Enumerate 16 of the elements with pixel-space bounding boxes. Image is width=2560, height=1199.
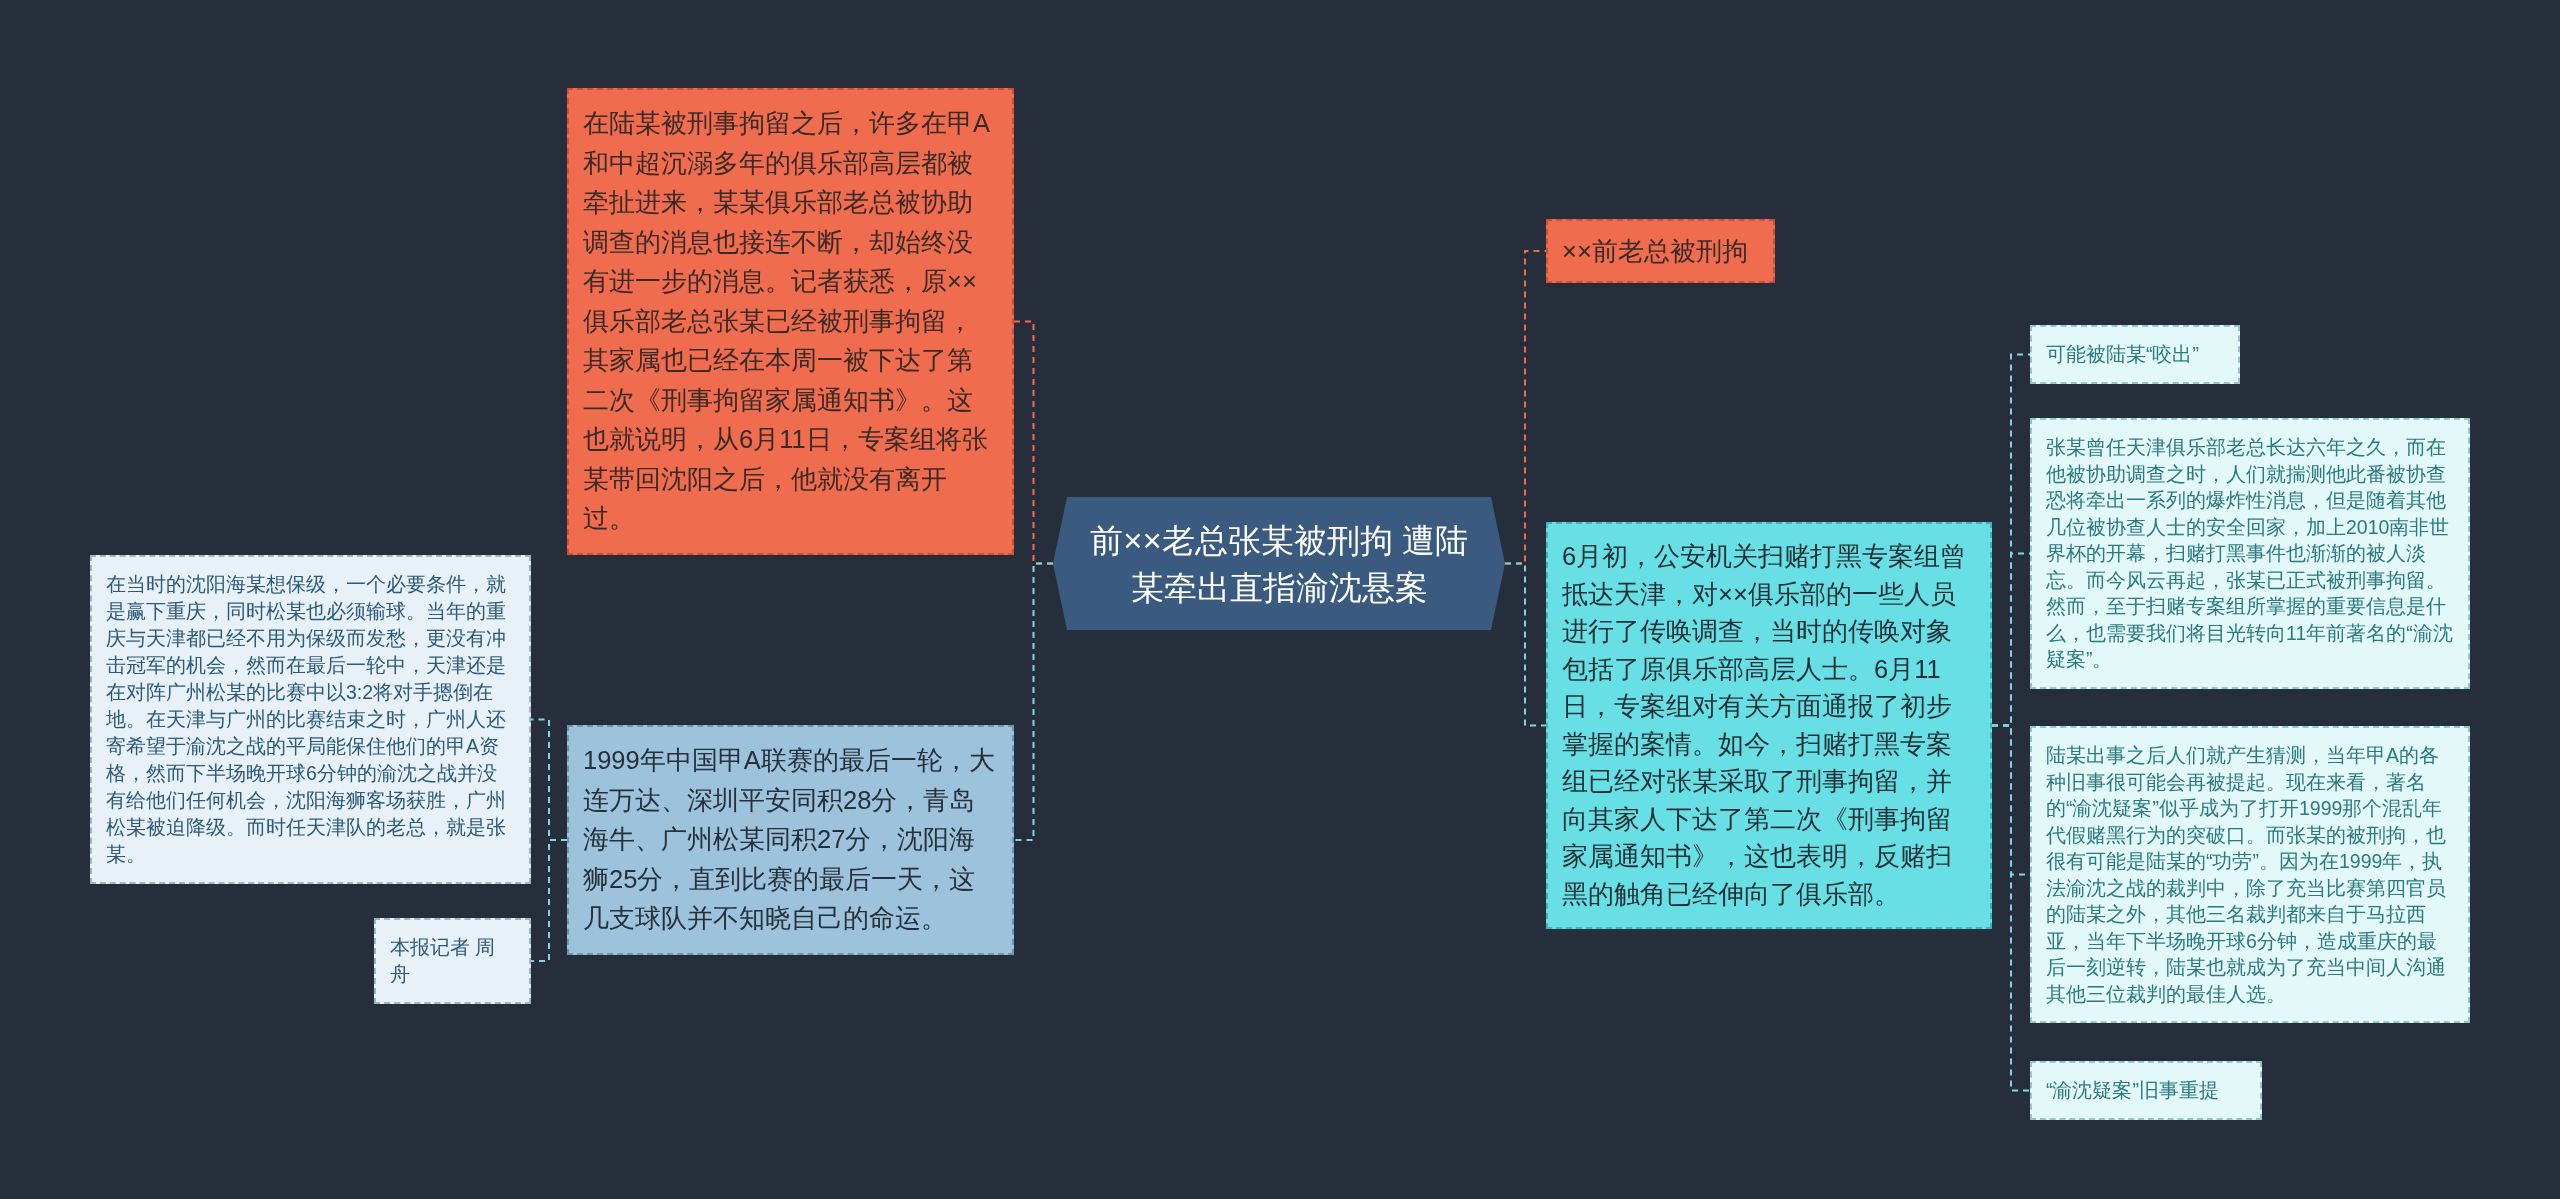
note-box: 张某曾任天津俱乐部老总长达六年之久，而在他被协助调查之时，人们就揣测他此番被协查恐将牵出一系列的爆炸性消息，但是随着其他几位被协查人士的安全回家，加上2010南非世界杯的开幕，扫赌打黑事件也渐渐的被人淡忘。而今风云再起，张某已正式被刑事拘留。然而，至于扫赌专案组所掌握的重要信息是什么，也需要我们将目光转向11年前著名的“渝沈疑案”。 (2030, 418, 2470, 689)
note-box: 可能被陆某“咬出” (2030, 325, 2240, 384)
note-box: 本报记者 周舟 (374, 918, 531, 1004)
note-box: 6月初，公安机关扫赌打黑专案组曾抵达天津，对××俱乐部的一些人员进行了传唤调查，当时的传唤对象包括了原俱乐部高层人士。6月11日，专案组对有关方面通报了初步掌握的案情。如今，扫赌打黑专案组已经对张某采取了刑事拘留，并向其家人下达了第二次《刑事拘留家属通知书》，这也表明，反赌扫黑的触角已经伸向了俱乐部。 (1546, 522, 1992, 929)
connector-line (530, 839, 568, 962)
note-box: 1999年中国甲A联赛的最后一轮，大连万达、深圳平安同积28分，青岛海牛、广州松某同积27分，沈阳海狮25分，直到比赛的最后一天，这几支球队并不知晓自己的命运。 (567, 725, 1014, 955)
note-box: 在陆某被刑事拘留之后，许多在甲A和中超沉溺多年的俱乐部高层都被牵扯进来，某某俱乐部老总被协助调查的消息也接连不断，却始终没有进一步的消息。记者获悉，原××俱乐部老总张某已经被刑事拘留，其家属也已经在本周一被下达了第二次《刑事拘留家属通知书》。这也就说明，从6月11日，专案组将张某带回沈阳之后，他就没有离开过。 (567, 88, 1014, 555)
topic-title: 前××老总张某被刑拘 遭陆某牵出直指渝沈悬案 (1089, 520, 1469, 608)
topic-hexagon (1053, 497, 1505, 630)
connector-line (1504, 562, 1547, 727)
connector-line (1013, 562, 1054, 841)
note-box: 陆某出事之后人们就产生猜测，当年甲A的各种旧事很可能会再被提起。现在来看，著名的“渝沈疑案”似乎成为了打开1999那个混乱年代假赌黑行为的突破口。而张某的被刑拘，也很有可能是陆某的“功劳”。因为在1999年，执法渝沈之战的裁判中，除了充当比赛第四官员的陆某之外，其他三名裁判都来自于马拉西亚，当年下半场晚开球6分钟，造成重庆的最后一刻逆转，陆某也就成为了充当中间人沟通其他三位裁判的最佳人选。 (2030, 726, 2470, 1023)
note-box: ××前老总被刑拘 (1546, 219, 1775, 283)
note-box: “渝沈疑案”旧事重提 (2030, 1061, 2262, 1120)
note-box: 在当时的沈阳海某想保级，一个必要条件，就是赢下重庆，同时松某也必须输球。当年的重庆与天津都已经不用为保级而发愁，更没有冲击冠军的机会，然而在最后一轮中，天津还是在对阵广州松某的比赛中以3:2将对手摁倒在地。在天津与广州的比赛结束之时，广州人还寄希望于渝沈之战的平局能保住他们的甲A资格，然而下半场晚开球6分钟的渝沈之战并没有给他们任何机会，沈阳海狮客场获胜，广州松某被迫降级。而时任天津队的老总，就是张某。 (90, 555, 531, 884)
connector-line (1991, 724, 2031, 1092)
